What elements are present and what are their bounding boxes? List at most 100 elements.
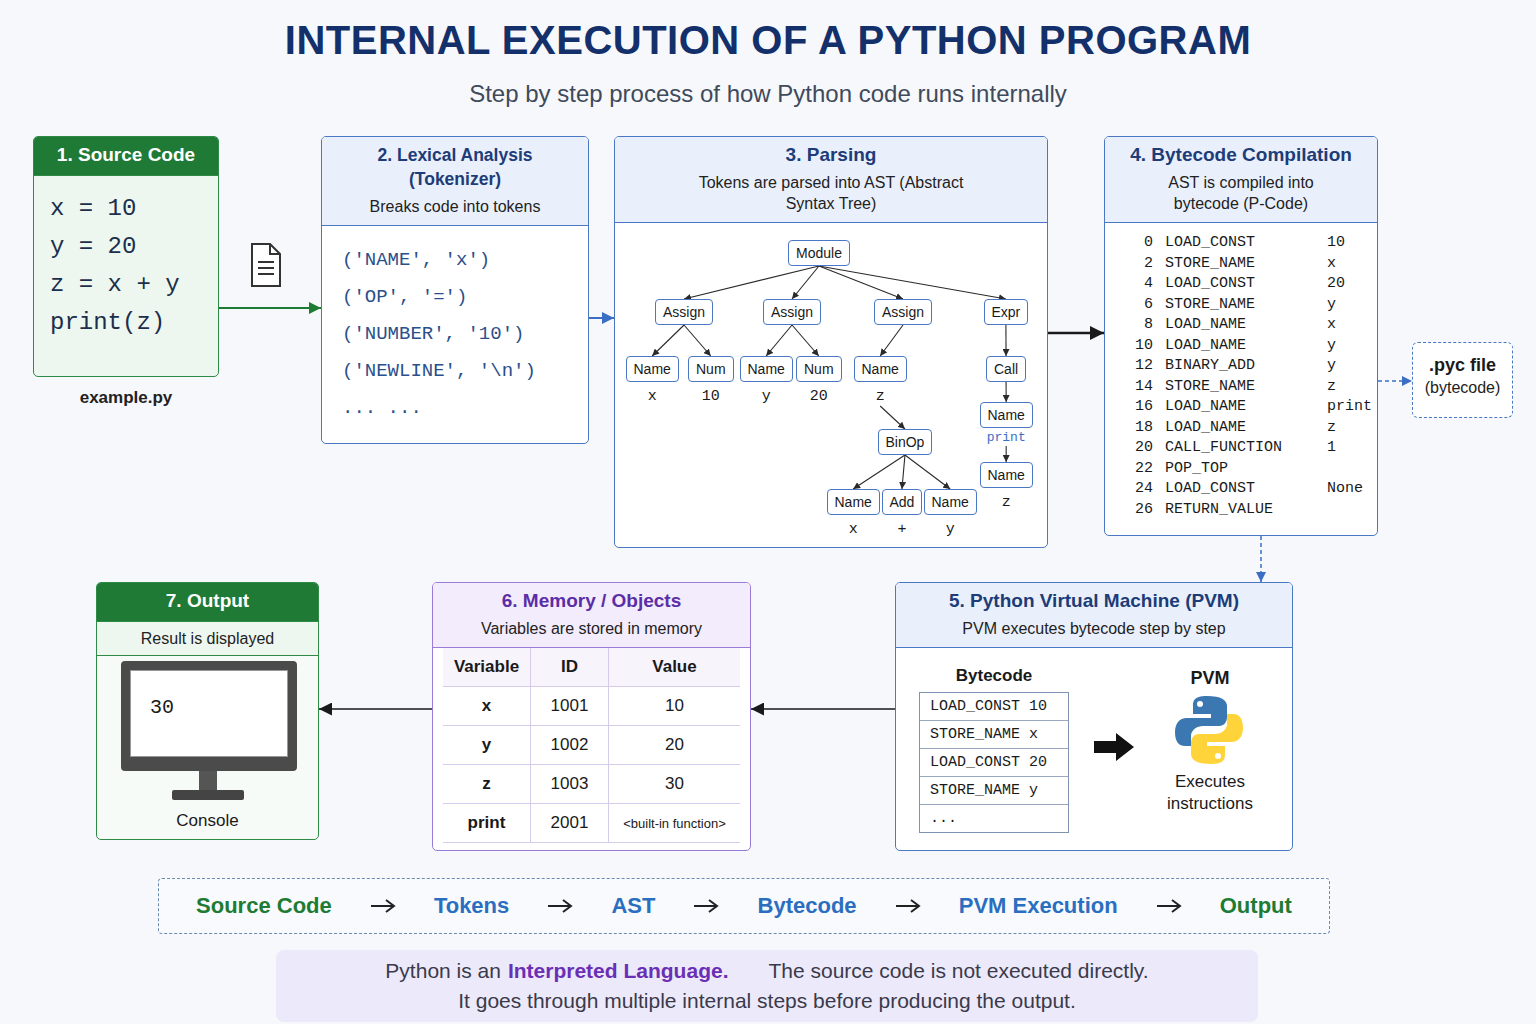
ast-box: Name <box>626 356 679 382</box>
console-screen: 30 <box>121 661 297 771</box>
tree-node: Namex <box>626 356 679 406</box>
panel-header: 7. Output <box>97 583 318 622</box>
ast-box: Module <box>788 240 850 266</box>
table-cell: Value <box>609 648 740 687</box>
flow-arrow-stroke <box>548 900 571 912</box>
pipeline-step: Bytecode <box>758 893 857 919</box>
bytecode-row: LOAD_CONST 10 <box>920 693 1068 721</box>
ast-leaf-label: y <box>762 388 771 406</box>
table-cell: 20 <box>609 726 740 765</box>
bytecode-cell: RETURN_VALUE <box>1165 500 1315 521</box>
ast-box: Name <box>740 356 793 382</box>
flow-arrow <box>546 898 574 914</box>
bytecode-cell: LOAD_NAME <box>1165 397 1315 418</box>
file-fold <box>270 244 280 254</box>
token-list: ('NAME', 'x')('OP', '=')('NUMBER', '10')… <box>322 226 588 443</box>
panel-header: 1. Source Code <box>34 137 218 176</box>
bytecode-cell: 12 <box>1119 356 1153 377</box>
panel-header: 2. Lexical Analysis (Tokenizer) Breaks co… <box>322 137 588 226</box>
bytecode-cell: 8 <box>1119 315 1153 336</box>
ast-box: Name <box>827 489 880 515</box>
bytecode-cell: 20 <box>1119 438 1153 459</box>
ast-leaf-label: x <box>849 521 858 539</box>
bytecode-cell: LOAD_NAME <box>1165 315 1315 336</box>
stage-panel: 6. Memory / ObjectsVariables are stored … <box>432 582 751 851</box>
flow-arrow <box>219 307 321 309</box>
code-line: x = 10 <box>50 190 202 228</box>
stage-panel: 1. Source Codex = 10y = 20z = x + yprint… <box>33 136 219 377</box>
ast-leaf-label: 20 <box>810 388 828 406</box>
bytecode-cell: print <box>1327 397 1372 418</box>
ast-box: Add <box>882 489 923 515</box>
ast-leaf-label: print <box>987 430 1026 446</box>
file-box: .pyc file(bytecode) <box>1412 342 1513 418</box>
bytecode-cell: POP_TOP <box>1165 459 1315 480</box>
panel-description: Tokens are parsed into AST (Abstract Syn… <box>623 172 1039 214</box>
stage-panel: 2. Lexical Analysis (Tokenizer) Breaks co… <box>321 136 589 444</box>
bytecode-cell: 1 <box>1327 438 1372 459</box>
bytecode-cell: 16 <box>1119 397 1153 418</box>
panel-heading: 1. Source Code <box>42 143 210 167</box>
bytecode-cell: z <box>1327 418 1372 439</box>
flow-arrow-stroke <box>896 900 919 912</box>
table-cell: y <box>443 726 531 765</box>
panel-heading: 2. Lexical Analysis (Tokenizer) <box>330 143 580 191</box>
pipeline-step: Tokens <box>434 893 509 919</box>
panel-description: PVM executes bytecode step by step <box>904 618 1284 639</box>
note-text: It goes through multiple internal steps … <box>286 986 1248 1016</box>
token-line: ('OP', '=') <box>342 279 568 316</box>
bytecode-cell: LOAD_CONST <box>1165 233 1315 254</box>
ast-box: Num <box>796 356 842 382</box>
token-line: ('NEWLINE', '\n') <box>342 353 568 390</box>
flow-arrow <box>1155 898 1183 914</box>
panel-heading: 7. Output <box>105 589 310 613</box>
ast-box: Name <box>854 356 907 382</box>
pipeline-step: PVM Execution <box>959 893 1118 919</box>
bytecode-row: LOAD_CONST 20 <box>920 749 1068 777</box>
bytecode-cell: 0 <box>1119 233 1153 254</box>
bytecode-cell: y <box>1327 356 1372 377</box>
panel-description: Result is displayed <box>101 628 314 649</box>
file-title: .pyc file <box>1419 353 1506 377</box>
file-name: example.py <box>34 388 218 408</box>
page-title: INTERNAL EXECUTION OF A PYTHON PROGRAM <box>0 18 1536 63</box>
panel-description: Breaks code into tokens <box>330 196 580 217</box>
bytecode-cell: 18 <box>1119 418 1153 439</box>
table-cell: 1001 <box>531 687 609 726</box>
token-line: ... ... <box>342 390 568 427</box>
bytecode-cell: LOAD_NAME <box>1165 336 1315 357</box>
bytecode-cell: 26 <box>1119 500 1153 521</box>
ast-box: Expr <box>984 299 1029 325</box>
file-lines <box>258 262 274 274</box>
file-description: (bytecode) <box>1419 377 1506 399</box>
bytecode-listing: 0LOAD_CONST102STORE_NAMEx4LOAD_CONST206S… <box>1105 223 1377 530</box>
bytecode-cell: 22 <box>1119 459 1153 480</box>
file-name-holder: example.py <box>34 388 218 408</box>
table-cell: ID <box>531 648 609 687</box>
panel-header: 4. Bytecode CompilationAST is compiled i… <box>1105 137 1377 223</box>
flow-arrow <box>1260 536 1262 582</box>
panel-heading: 6. Memory / Objects <box>441 589 742 613</box>
console-output: 30 <box>130 670 288 719</box>
bytecode-rows: LOAD_CONST 10STORE_NAME xLOAD_CONST 20ST… <box>919 692 1069 833</box>
panel-header: 6. Memory / ObjectsVariables are stored … <box>433 583 750 648</box>
table-cell: print <box>443 804 531 843</box>
bytecode-row: ... <box>920 805 1068 832</box>
panel-description: AST is compiled into bytecode (P-Code) <box>1113 172 1369 214</box>
file-icon <box>252 244 280 286</box>
tree-node: Call <box>986 356 1026 382</box>
stage-panel: 307. OutputResult is displayedConsole <box>96 582 319 840</box>
flow-arrow <box>1048 332 1104 335</box>
bytecode-cell: 10 <box>1327 233 1372 254</box>
summary-note: Python is anInterpreted Language.The sou… <box>276 950 1258 1022</box>
pipeline-step: Source Code <box>196 893 332 919</box>
ast-box: BinOp <box>878 429 933 455</box>
panel-heading: 3. Parsing <box>623 143 1039 167</box>
bytecode-cell: 6 <box>1119 295 1153 316</box>
bytecode-table: BytecodeLOAD_CONST 10STORE_NAME xLOAD_CO… <box>919 666 1069 833</box>
flow-arrow-stroke <box>694 900 717 912</box>
bytecode-cell: LOAD_NAME <box>1165 418 1315 439</box>
tree-node: Assign <box>655 299 713 325</box>
ast-leaf-label: z <box>876 388 885 406</box>
tree-node: Module <box>788 240 850 266</box>
